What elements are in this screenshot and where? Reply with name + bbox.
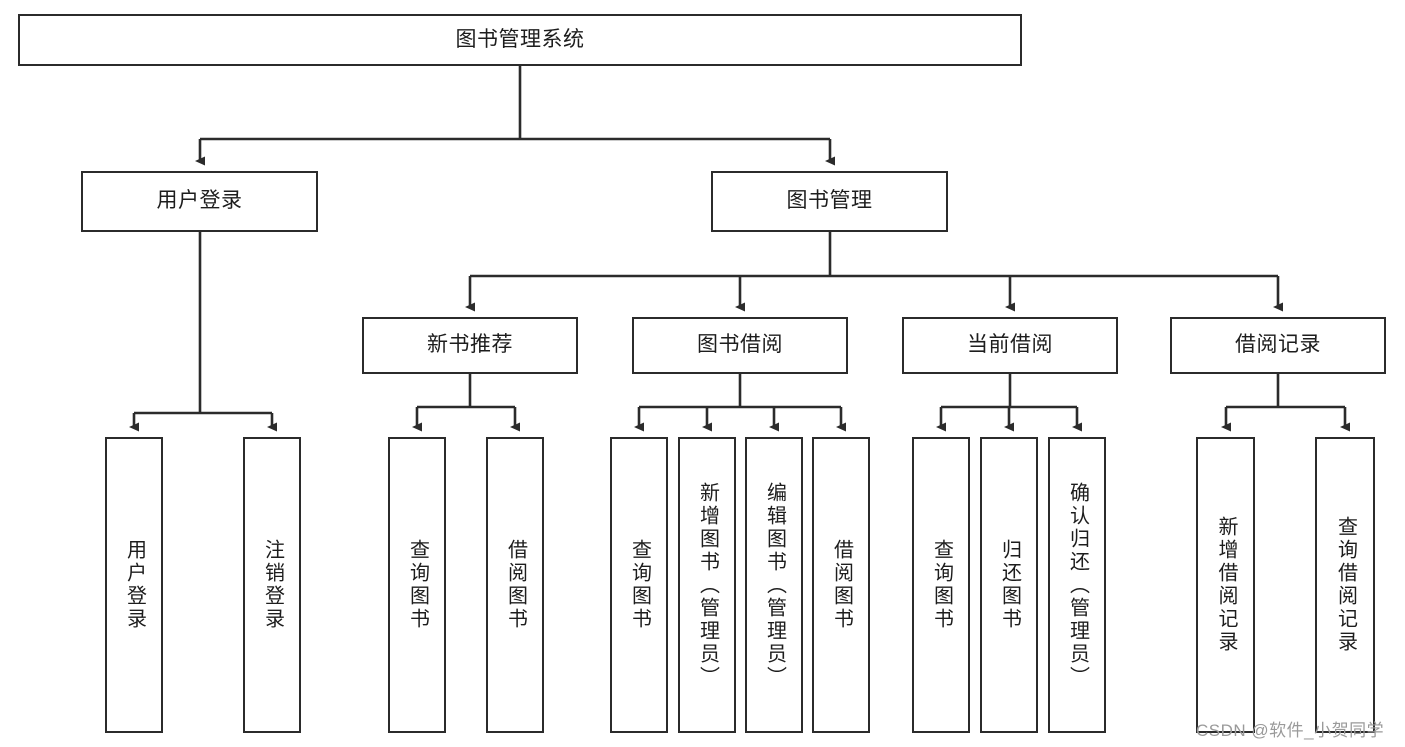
node-borrow-record[interactable]: 借阅记录 [1170, 317, 1386, 374]
node-label: 借阅记录 [1235, 333, 1321, 357]
node-user-login[interactable]: 用户登录 [81, 171, 318, 232]
node-leaf-logout[interactable]: 注销登录 [243, 437, 301, 733]
node-leaf-return-book[interactable]: 归还图书 [980, 437, 1038, 733]
node-label: 借阅图书 [504, 539, 527, 631]
node-label: 图书借阅 [697, 333, 783, 357]
node-label: 新增图书（管理员） [696, 481, 719, 689]
node-label: 编辑图书（管理员） [763, 481, 786, 689]
node-label: 注销登录 [261, 539, 284, 631]
node-label: 归还图书 [998, 539, 1021, 631]
node-label: 图书管理系统 [455, 27, 585, 51]
node-leaf-query-book-rec[interactable]: 查询图书 [388, 437, 446, 733]
node-book-borrow[interactable]: 图书借阅 [632, 317, 848, 374]
node-label: 用户登录 [123, 539, 146, 631]
node-current-borrow[interactable]: 当前借阅 [902, 317, 1118, 374]
node-label: 查询借阅记录 [1334, 516, 1357, 654]
node-label: 查询图书 [406, 539, 429, 631]
node-leaf-add-book[interactable]: 新增图书（管理员） [678, 437, 736, 733]
node-leaf-borrow-book-rec[interactable]: 借阅图书 [486, 437, 544, 733]
node-leaf-query-book-cur[interactable]: 查询图书 [912, 437, 970, 733]
node-leaf-query-record[interactable]: 查询借阅记录 [1315, 437, 1375, 733]
node-leaf-confirm-return[interactable]: 确认归还（管理员） [1048, 437, 1106, 733]
node-leaf-borrow-book[interactable]: 借阅图书 [812, 437, 870, 733]
node-label: 查询图书 [930, 539, 953, 631]
node-label: 新书推荐 [427, 333, 513, 357]
node-root[interactable]: 图书管理系统 [18, 14, 1022, 66]
node-label: 当前借阅 [967, 333, 1053, 357]
node-label: 图书管理 [786, 189, 873, 213]
node-book-manage[interactable]: 图书管理 [711, 171, 948, 232]
node-leaf-user-login[interactable]: 用户登录 [105, 437, 163, 733]
node-label: 查询图书 [628, 539, 651, 631]
node-new-book-rec[interactable]: 新书推荐 [362, 317, 578, 374]
node-leaf-add-record[interactable]: 新增借阅记录 [1196, 437, 1255, 733]
node-leaf-query-book[interactable]: 查询图书 [610, 437, 668, 733]
node-leaf-edit-book[interactable]: 编辑图书（管理员） [745, 437, 803, 733]
node-label: 用户登录 [156, 189, 243, 213]
node-label: 新增借阅记录 [1215, 516, 1237, 654]
node-label: 确认归还（管理员） [1066, 481, 1089, 689]
node-label: 借阅图书 [830, 539, 853, 631]
